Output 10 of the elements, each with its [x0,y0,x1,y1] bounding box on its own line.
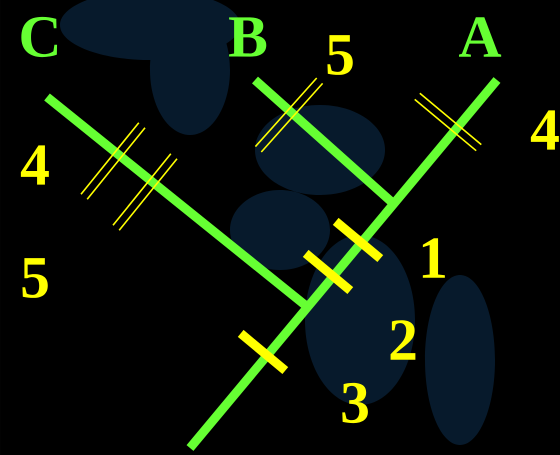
trait-number: 3 [342,382,368,424]
trait-number: 5 [327,35,353,75]
trait-number: 4 [20,145,49,185]
taxon-label: C [21,16,58,58]
taxon-label: A [459,17,502,57]
trait-number: 2 [390,320,416,360]
trait-number: 4 [530,110,559,150]
taxon-label: B [229,17,266,57]
trait-number: 5 [22,258,48,298]
trait-number: 1 [422,238,445,278]
